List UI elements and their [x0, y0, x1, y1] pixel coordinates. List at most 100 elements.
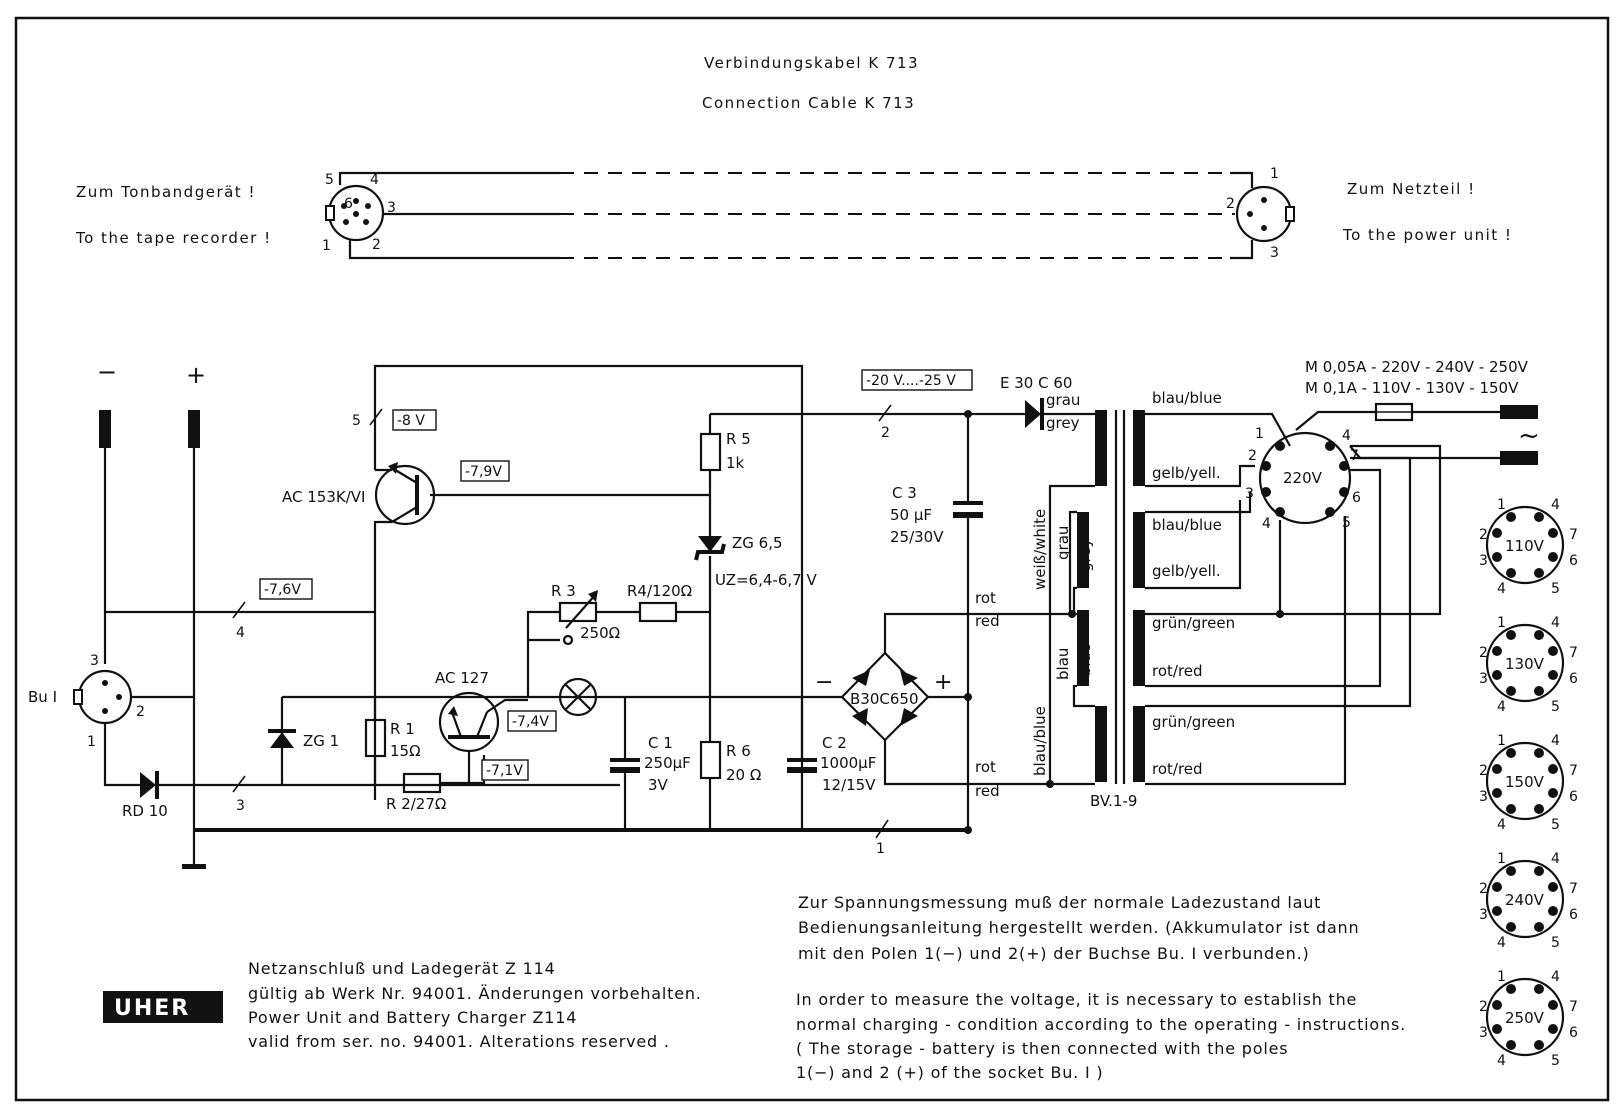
selector-variant-ring [1485, 977, 1565, 1057]
selector-variant-pin: 1 [1497, 615, 1506, 631]
footer-line-3: Power Unit and Battery Charger Z114 [248, 1008, 577, 1027]
wire-label-grau: grau [1046, 391, 1080, 409]
bridge-plus: + [934, 670, 952, 695]
selector-variant-pin: 5 [1551, 581, 1560, 597]
selector-variant-pin: 6 [1569, 671, 1578, 687]
selector-variant-label: 110V [1505, 537, 1545, 555]
diode-rd10-label: RD 10 [122, 802, 168, 820]
selector-variant-pin: 7 [1569, 645, 1578, 661]
selector-variant-pin: 2 [1479, 999, 1488, 1015]
selector-variant-contact [1506, 748, 1516, 758]
title-de: Verbindungskabel K 713 [704, 54, 919, 72]
fuse-rating-2: M 0,1A - 110V - 130V - 150V [1305, 379, 1519, 397]
selector-variant-pin: 1 [1497, 969, 1506, 985]
selector-variant-pin: 6 [1569, 553, 1578, 569]
resistor-r4: R4/120Ω [627, 582, 692, 623]
wire-label-rot-red-2: rot/red [1152, 760, 1203, 778]
capacitor-c2: C 2 1000µF 12/15V [787, 734, 876, 794]
wire-label-blau-blue-mid: blau/blue [1152, 516, 1222, 534]
selector-variant-contact [1548, 906, 1558, 916]
plug-left-pin-3: 3 [387, 200, 396, 216]
selector-variant-pin: 4 [1551, 497, 1560, 513]
battery-terminals: − + [97, 358, 206, 869]
potentiometer-r3-value: 250Ω [580, 624, 620, 642]
selector-variant-contact [1492, 764, 1502, 774]
selector-variant-pin: 4 [1551, 851, 1560, 867]
selector-variant-contact [1534, 866, 1544, 876]
selector-variant-contact [1548, 670, 1558, 680]
frame-border [14, 16, 1610, 1102]
resistor-r2-label: R 2/27Ω [386, 795, 446, 813]
resistor-r1-label: R 1 [390, 720, 415, 738]
socket-bu1-pin-3: 3 [90, 653, 99, 669]
plug-left-pin-1: 1 [322, 238, 331, 254]
selector-variant-label: 240V [1505, 891, 1545, 909]
voltage-selector-220v: 220V 1 2 3 4 4 7 6 5 [1245, 426, 1361, 532]
selector-main-pin-4b: 4 [1342, 428, 1351, 444]
cable-right-de: Zum Netzteil ! [1347, 180, 1476, 198]
din-plug-3pin-right [1235, 185, 1295, 243]
selector-variant-pin: 5 [1551, 1053, 1560, 1069]
selector-variant-contact [1548, 646, 1558, 656]
selector-variant-pin: 7 [1569, 881, 1578, 897]
socket-bu1-pin-2: 2 [136, 704, 145, 720]
selector-variant-pin: 2 [1479, 645, 1488, 661]
selector-variant-contact [1492, 1024, 1502, 1034]
bridge-rectifier-label: B30C650 [850, 690, 918, 708]
voltage-20-25: -20 V....-25 V [866, 373, 956, 389]
wire-label-blau-blue-top: blau/blue [1152, 389, 1222, 407]
capacitor-c3-voltage: 25/30V [890, 528, 944, 546]
plug-left-pin-4: 4 [370, 172, 379, 188]
capacitor-c2-voltage: 12/15V [822, 776, 876, 794]
rail-minus-label: − [97, 358, 117, 386]
selector-variant-pin: 4 [1551, 969, 1560, 985]
selector-variant-contact [1492, 552, 1502, 562]
node-3-label: 3 [236, 798, 245, 814]
selector-variant-pin: 6 [1569, 789, 1578, 805]
resistor-r1-value: 15Ω [390, 742, 421, 760]
selector-variant-contact [1506, 1040, 1516, 1050]
selector-variant-label: 150V [1505, 773, 1545, 791]
node-1-label: 1 [876, 841, 885, 857]
fuse [1374, 402, 1414, 422]
wire-label-gruen-green-2: grün/green [1152, 713, 1235, 731]
selector-variant-pin: 5 [1551, 699, 1560, 715]
title-en: Connection Cable K 713 [702, 94, 915, 112]
potentiometer-r3: R 3 250Ω [551, 582, 620, 642]
selector-variant-pin: 1 [1497, 851, 1506, 867]
wire-label-gelb-yell-1: gelb/yell. [1152, 464, 1221, 482]
selector-variant-contact [1506, 984, 1516, 994]
zener-zg1: ZG 1 [268, 729, 339, 750]
selector-variant-contact [1506, 922, 1516, 932]
lamp-indicator [558, 677, 598, 717]
note-de-line-2: Bedienungsanleitung hergestellt werden. … [798, 918, 1359, 937]
capacitor-c2-label: C 2 [822, 734, 847, 752]
transformer-bv1-9: BV.1-9 [1077, 410, 1145, 810]
node-5-label: 5 [352, 413, 361, 429]
selector-main-pin-6: 6 [1352, 490, 1361, 506]
selector-variant-pin: 6 [1569, 1025, 1578, 1041]
resistor-r6: R 6 20 Ω [699, 740, 761, 784]
selector-variant-contact [1506, 512, 1516, 522]
resistor-r4-label: R4/120Ω [627, 582, 692, 600]
note-en-line-1: In order to measure the voltage, it is n… [796, 990, 1357, 1009]
selector-variant-contact [1506, 804, 1516, 814]
wire-label-blau-v: blau [1054, 648, 1072, 680]
capacitor-c1: C 1 250µF 3V [610, 734, 691, 794]
cable-left-de: Zum Tonbandgerät ! [76, 183, 256, 201]
selector-variant-contact [1534, 922, 1544, 932]
zener-zg1-label: ZG 1 [303, 732, 339, 750]
wire-label-grey-v: grey [1076, 538, 1094, 572]
wire-label-grau-v: grau [1054, 526, 1072, 560]
connection-cable: Zum Tonbandgerät ! To the tape recorder … [75, 166, 1511, 261]
resistor-r1: R 1 15Ω [364, 718, 421, 760]
transformer-label: BV.1-9 [1090, 792, 1137, 810]
diode-e30c60: E 30 C 60 [1000, 374, 1072, 430]
selector-variant-pin: 3 [1479, 553, 1488, 569]
capacitor-c2-value: 1000µF [820, 754, 876, 772]
